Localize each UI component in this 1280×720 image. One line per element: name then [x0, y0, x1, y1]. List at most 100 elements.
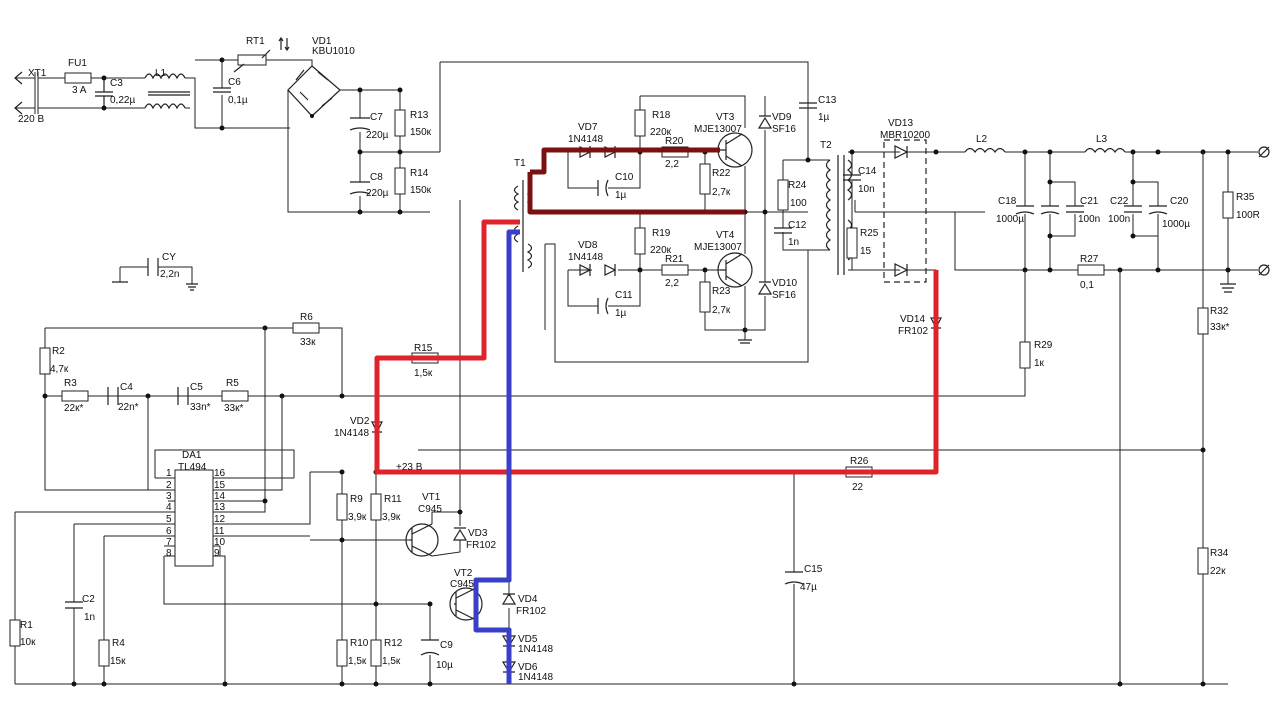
label-c8: C8 — [370, 172, 383, 183]
label-vd5-value: 1N4148 — [518, 644, 553, 655]
label-r12-value: 1,5к — [382, 656, 401, 667]
label-r15-value: 1,5к — [414, 368, 433, 379]
label-r10-value: 1,5к — [348, 656, 367, 667]
label-r35-value: 100R — [1236, 210, 1260, 221]
tl494-pin: 10 — [214, 537, 226, 548]
label-c22: C22 — [1110, 196, 1129, 207]
label-r4-value: 15к — [110, 656, 126, 667]
label-vd3: VD3 — [468, 528, 488, 539]
label-vd1-part: KBU1010 — [312, 46, 355, 57]
label-r26-value: 22 — [852, 482, 864, 493]
label-r20-value: 2,2 — [665, 159, 679, 170]
label-l1: L1 — [155, 68, 167, 79]
mains-input — [14, 36, 430, 213]
label-vd2: VD2 — [350, 416, 370, 427]
label-c8-value: 220µ — [366, 188, 389, 199]
label-da1: DA1 — [182, 450, 202, 461]
label-r23: R23 — [712, 286, 731, 297]
label-r1: R1 — [20, 620, 33, 631]
label-r23-value: 2,7к — [712, 305, 731, 316]
label-c20-value: 1000µ — [1162, 219, 1190, 230]
tl494-pin: 2 — [166, 480, 172, 491]
label-c3: C3 — [110, 78, 123, 89]
label-r25-value: 15 — [860, 246, 872, 257]
label-da1-value: TL494 — [178, 462, 207, 473]
label-r29: R29 — [1034, 340, 1053, 351]
label-rt1: RT1 — [246, 36, 265, 47]
label-vd7: VD7 — [578, 122, 598, 133]
label-c7: C7 — [370, 112, 383, 123]
label-r5: R5 — [226, 378, 239, 389]
label-vt2: VT2 — [454, 568, 473, 579]
label-c14-value: 10n — [858, 184, 875, 195]
label-c15: C15 — [804, 564, 823, 575]
highlight-darkred — [527, 147, 745, 215]
label-r27-value: 0,1 — [1080, 280, 1094, 291]
label-fu1: FU1 — [68, 58, 87, 69]
label-r14: R14 — [410, 168, 429, 179]
label-vd2-value: 1N4148 — [334, 428, 369, 439]
label-r29-value: 1к — [1034, 358, 1045, 369]
label-c9-value: 10µ — [436, 660, 453, 671]
tl494-pin: 11 — [214, 526, 225, 537]
label-vt1: VT1 — [422, 492, 441, 503]
label-t2: T2 — [820, 140, 832, 151]
label-r11: R11 — [384, 494, 402, 505]
label-c21: C21 — [1080, 196, 1099, 207]
label-r4: R4 — [112, 638, 125, 649]
label-fu1-value: 3 A — [72, 85, 87, 96]
label-t1: T1 — [514, 158, 526, 169]
label-c12-value: 1n — [788, 237, 799, 248]
label-r22-value: 2,7к — [712, 187, 731, 198]
label-vd8: VD8 — [578, 240, 598, 251]
tl494-pin: 13 — [214, 502, 226, 513]
label-r19-value: 220к — [650, 245, 672, 256]
label-l3: L3 — [1096, 134, 1108, 145]
tl494-pin: 6 — [166, 526, 172, 537]
label-vd10-value: SF16 — [772, 290, 796, 301]
label-r21: R21 — [665, 254, 684, 265]
tl494-pin-numbers: 1 2 3 4 5 6 7 8 16 15 14 13 12 11 10 9 — [166, 468, 226, 559]
tl494-pin: 5 — [166, 514, 172, 525]
label-cy: CY — [162, 252, 176, 263]
label-vd4: VD4 — [518, 594, 538, 605]
label-c3-value: 0,22µ — [110, 95, 135, 106]
label-cy-value: 2,2n — [160, 269, 179, 280]
tl494-pin: 3 — [166, 491, 172, 502]
label-c4-value: 22n* — [118, 402, 139, 413]
label-r18-value: 220к — [650, 127, 672, 138]
tl494-pin: 1 — [166, 468, 172, 479]
label-vd7-value: 1N4148 — [568, 134, 603, 145]
label-c5-value: 33n* — [190, 402, 211, 413]
label-c6: C6 — [228, 77, 241, 88]
label-r34: R34 — [1210, 548, 1229, 559]
label-vd3-value: FR102 — [466, 540, 496, 551]
label-vd14: VD14 — [900, 314, 925, 325]
label-r35: R35 — [1236, 192, 1255, 203]
label-vt4: VT4 — [716, 230, 735, 241]
label-r3: R3 — [64, 378, 77, 389]
labels: XT1 220 В FU1 3 A C3 0,22µ L1 C6 0,1µ RT… — [18, 36, 1260, 683]
label-r2: R2 — [52, 346, 65, 357]
label-vt2-value: C945 — [450, 579, 474, 590]
label-r22: R22 — [712, 168, 731, 179]
label-c20: C20 — [1170, 196, 1189, 207]
label-plus23v: +23 В — [396, 462, 423, 473]
tl494-pin: 4 — [166, 502, 172, 513]
label-vd9-value: SF16 — [772, 124, 796, 135]
label-r24-value: 100 — [790, 198, 807, 209]
label-r32-value: 33к* — [1210, 322, 1229, 333]
label-r2-value: 4,7к — [50, 364, 69, 375]
label-r14-value: 150к — [410, 185, 432, 196]
tl494-pin: 12 — [214, 514, 226, 525]
tl494-pin: 9 — [214, 548, 220, 559]
label-vd9: VD9 — [772, 112, 792, 123]
label-vd5: VD5 — [518, 634, 538, 645]
label-r18: R18 — [652, 110, 671, 121]
label-r5-value: 33к* — [224, 403, 243, 414]
label-c10-value: 1µ — [615, 190, 627, 201]
label-c4: C4 — [120, 382, 133, 393]
label-220v: 220 В — [18, 114, 44, 125]
highlight-blue — [473, 229, 520, 684]
label-r11-value: 3,9к — [382, 512, 401, 523]
